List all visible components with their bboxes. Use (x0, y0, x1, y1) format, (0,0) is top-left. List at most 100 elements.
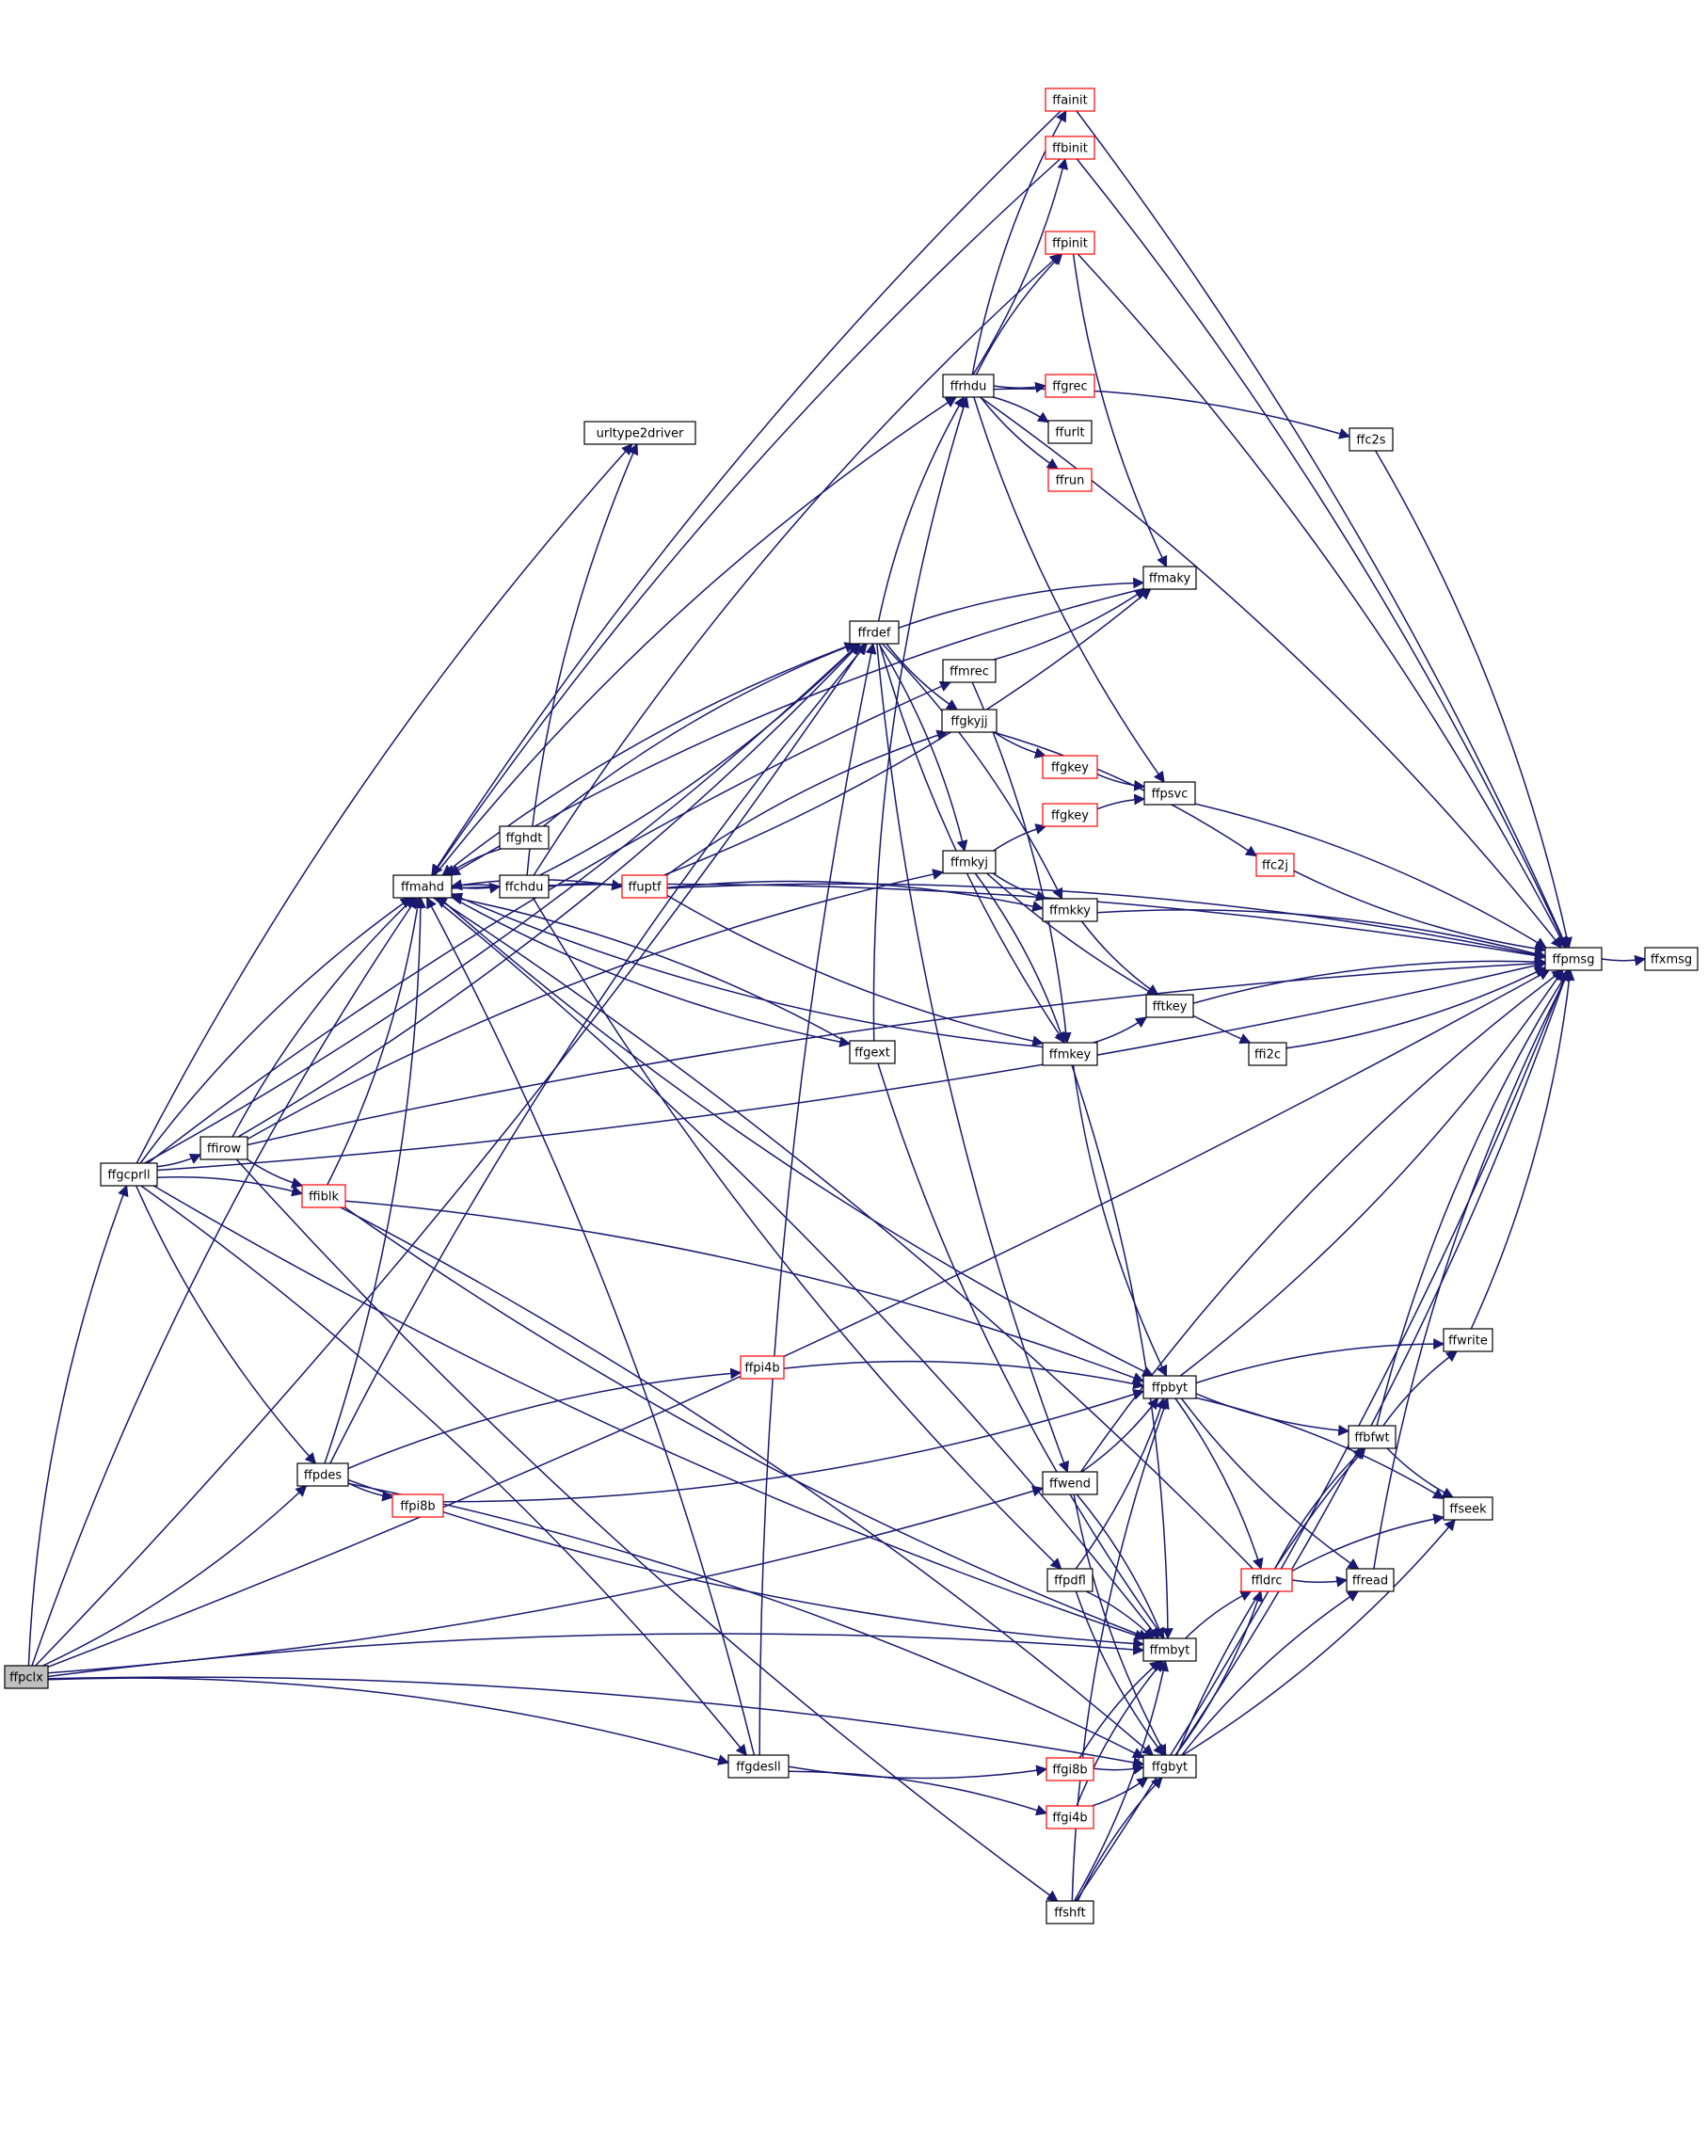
node-label-ffbinit: ffbinit (1052, 142, 1088, 156)
node-ffpclx[interactable]: ffpclx (4, 1665, 49, 1689)
node-ffbinit[interactable]: ffbinit (1045, 136, 1095, 160)
edge-ffpinit-to-ffpmsg (1077, 253, 1567, 950)
edge-ffrhdu-to-ffc2s (993, 388, 1351, 439)
node-label-ffuptf: ffuptf (628, 881, 662, 895)
edge-ffgcprll-to-ffpdes (136, 1185, 317, 1464)
edge-ffchdu-to-ffrdef (539, 643, 860, 876)
node-box-ffc2s (1349, 427, 1394, 452)
node-ffc2s[interactable]: ffc2s (1349, 427, 1394, 452)
edge-fftkey-to-ffpmsg (1192, 956, 1547, 1004)
edge-ffgcprll-to-ffiblk (156, 1175, 304, 1197)
node-ffiblk[interactable]: ffiblk (301, 1184, 346, 1208)
node-ffpdfl[interactable]: ffpdfl (1046, 1568, 1093, 1592)
node-ffgcprll[interactable]: ffgcprll (100, 1162, 158, 1187)
node-ffwend[interactable]: ffwend (1042, 1471, 1098, 1495)
node-ffuptf[interactable]: ffuptf (621, 874, 668, 899)
node-label-ffghdt: ffghdt (506, 832, 543, 846)
node-label-ffi2c: ffi2c (1254, 1048, 1281, 1062)
edge-ffgbyt-to-ffbfwt (1175, 1447, 1366, 1756)
node-ffirow[interactable]: ffirow (200, 1136, 248, 1160)
node-ffc2j[interactable]: ffc2j (1255, 853, 1295, 877)
edge-ffpclx-to-ffgcprll (27, 1184, 129, 1667)
node-ffpinit[interactable]: ffpinit (1045, 231, 1095, 255)
edge-ffrhdu-to-ffpmsg (980, 396, 1563, 949)
node-box-ffwend (1042, 1471, 1098, 1495)
node-box-ffshft (1046, 1900, 1094, 1924)
edge-ffiblk-to-ffpbyt (344, 1200, 1145, 1383)
node-ffgext[interactable]: ffgext (849, 1040, 896, 1064)
edge-ffmkey-to-ffmahd (450, 892, 1044, 1048)
node-ffmkky[interactable]: ffmkky (1042, 898, 1098, 922)
edge-ffgext-to-ffrhdu (872, 395, 969, 1042)
node-ffshft[interactable]: ffshft (1046, 1900, 1094, 1924)
node-ffgkyjj[interactable]: ffgkyjj (941, 709, 998, 733)
edge-ffldrc-to-ffseek (1291, 1513, 1445, 1573)
node-box-ffgdesll (727, 1754, 790, 1779)
node-ffpmsg[interactable]: ffpmsg (1544, 947, 1603, 971)
node-ffseek[interactable]: ffseek (1443, 1496, 1493, 1521)
node-ffrun[interactable]: ffrun (1047, 468, 1093, 492)
node-ffxmsg[interactable]: ffxmsg (1644, 947, 1699, 971)
edge-ffpclx-to-ffgdesll (47, 1677, 730, 1765)
node-ffldrc[interactable]: ffldrc (1240, 1568, 1293, 1592)
node-ffbfwt[interactable]: ffbfwt (1348, 1425, 1397, 1449)
node-ffmaky[interactable]: ffmaky (1142, 566, 1197, 590)
node-label-ffainit: ffainit (1052, 94, 1087, 108)
node-ffghdt[interactable]: ffghdt (499, 825, 550, 850)
edge-ffrdef-to-ffmkyj (878, 643, 968, 853)
node-ffchdu[interactable]: ffchdu (499, 874, 550, 899)
node-label-ffpdfl: ffpdfl (1054, 1574, 1086, 1589)
node-ffurlt[interactable]: ffurlt (1047, 420, 1093, 444)
edge-ffgkyjj-to-ffc2j (993, 731, 1257, 857)
node-box-ffmbyt (1142, 1637, 1197, 1662)
node-label-ffirow: ffirow (207, 1142, 242, 1157)
edge-ffbfwt-to-ffwrite (1382, 1350, 1459, 1427)
node-box-ffgi4b (1046, 1805, 1094, 1829)
node-ffwrite[interactable]: ffwrite (1443, 1328, 1493, 1352)
node-ffgi8b[interactable]: ffgi8b (1046, 1757, 1094, 1781)
node-ffgbyt[interactable]: ffgbyt (1142, 1754, 1197, 1779)
node-label-ffgrec: ffgrec (1052, 380, 1087, 394)
node-ffgdesll[interactable]: ffgdesll (727, 1754, 790, 1779)
node-ffrhdu[interactable]: ffrhdu (942, 374, 995, 398)
edge-ffpclx-to-ffrdef (35, 643, 866, 1667)
node-ffpi8b[interactable]: ffpi8b (391, 1493, 444, 1518)
edge-ffpdfl-to-ffpbyt (1075, 1397, 1167, 1570)
node-ffgkey1[interactable]: ffgkey (1042, 755, 1098, 779)
edge-ffpdfl-to-ffgbyt (1075, 1590, 1165, 1756)
node-box-ffmrec (942, 659, 997, 683)
node-ffi2c[interactable]: ffi2c (1248, 1042, 1287, 1066)
edge-ffrdef-to-ffrhdu (877, 395, 966, 622)
edge-ffrdef-to-ffmkky (881, 643, 1063, 901)
edge-ffgbyt-to-ffread (1181, 1590, 1360, 1756)
node-ffmkey[interactable]: ffmkey (1042, 1042, 1098, 1066)
edge-ffwend-to-ffpbyt (1081, 1397, 1159, 1473)
node-box-ffchdu (499, 874, 550, 899)
node-ffpi4b[interactable]: ffpi4b (740, 1355, 785, 1380)
node-label-ffrun: ffrun (1056, 474, 1085, 488)
node-ffmrec[interactable]: ffmrec (942, 659, 997, 683)
edge-ffchdu-to-ffpinit (533, 253, 1062, 876)
node-label-ffmkky: ffmkky (1049, 904, 1091, 918)
edge-ffmahd-to-ffmbyt (433, 897, 1160, 1639)
node-ffrdef[interactable]: ffrdef (849, 620, 900, 645)
edge-ffirow-to-ffshft (235, 1158, 1059, 1902)
node-ffgrec[interactable]: ffgrec (1045, 374, 1095, 398)
node-ffainit[interactable]: ffainit (1045, 88, 1095, 112)
edge-ffchdu-to-urltype2driver (526, 442, 639, 876)
node-ffmahd[interactable]: ffmahd (392, 874, 453, 899)
node-ffmbyt[interactable]: ffmbyt (1142, 1637, 1197, 1662)
edge-ffgcprll-to-ffpmsg (156, 960, 1547, 1172)
node-label-ffbfwt: ffbfwt (1354, 1431, 1389, 1445)
node-urltype2driver[interactable]: urltype2driver (583, 421, 696, 445)
edge-ffpbyt-to-ffwrite (1195, 1338, 1445, 1384)
node-ffpsvc[interactable]: ffpsvc (1143, 781, 1196, 806)
node-ffgkey2[interactable]: ffgkey (1042, 803, 1098, 827)
node-fftkey[interactable]: fftkey (1145, 994, 1194, 1018)
node-label-ffwrite: ffwrite (1448, 1334, 1488, 1349)
node-ffread[interactable]: ffread (1346, 1568, 1395, 1592)
node-ffgi4b[interactable]: ffgi4b (1046, 1805, 1094, 1829)
node-ffpdes[interactable]: ffpdes (296, 1462, 349, 1487)
node-ffpbyt[interactable]: ffpbyt (1142, 1375, 1197, 1399)
node-ffmkyj[interactable]: ffmkyj (942, 850, 997, 874)
